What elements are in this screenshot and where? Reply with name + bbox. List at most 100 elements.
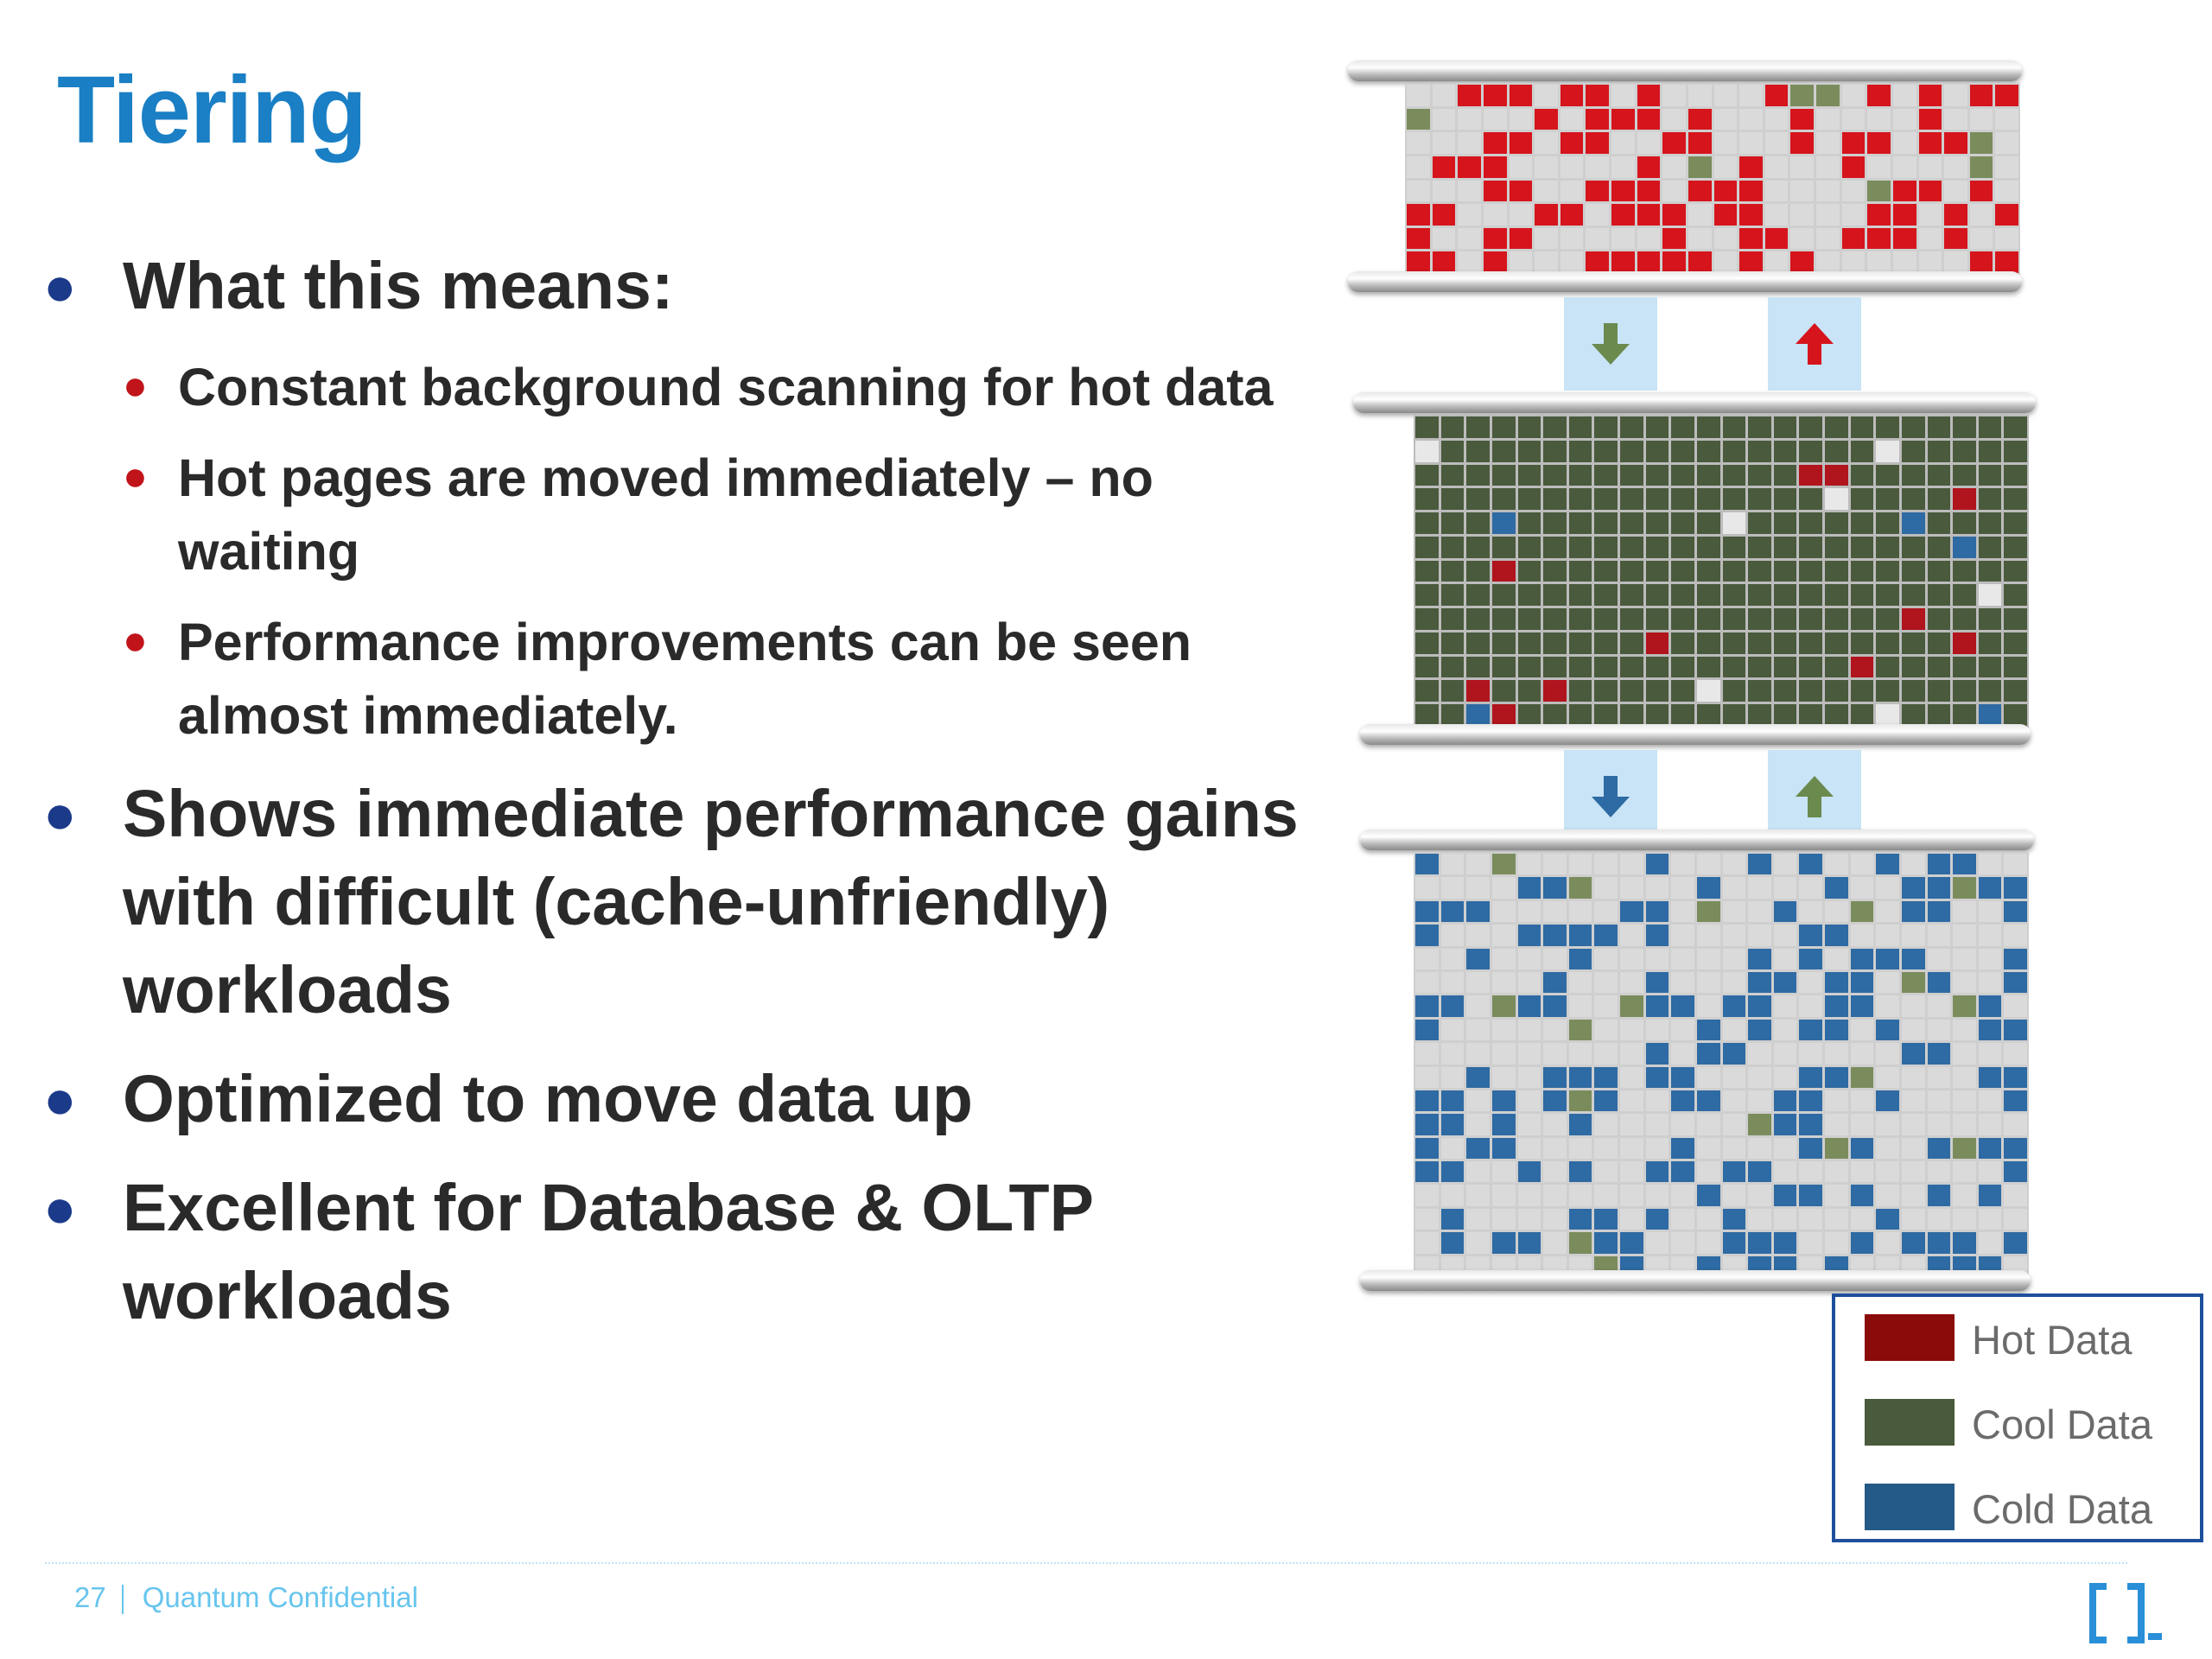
data-cell [1841,132,1866,154]
data-cell [1901,995,1925,1017]
data-cell [1543,608,1567,630]
data-cell [1517,1185,1541,1206]
data-cell [1876,1208,1899,1230]
data-cell [1978,416,2002,438]
data-cell [1944,156,1967,178]
data-cell [1739,180,1763,202]
data-cell [2004,656,2027,678]
data-cell [1645,440,1669,462]
data-cell [1748,1232,1771,1254]
data-cell [1969,132,1993,154]
data-cell [1722,680,1746,702]
data-cell [1483,251,1507,273]
data-cell [1773,1232,1797,1254]
data-cell [1466,656,1490,678]
data-cell [1850,1019,1874,1041]
data-cell [1586,108,1609,130]
data-cell [1440,1066,1465,1088]
data-cell [1458,108,1481,130]
data-cell [1850,948,1874,969]
data-cell [1850,1208,1874,1230]
data-cell [1876,584,1899,607]
data-cell [1876,900,1899,923]
data-cell [1440,656,1465,678]
page-number: 27 [74,1581,106,1613]
data-cell [1440,560,1465,582]
data-cell [1892,156,1916,178]
data-cell [1867,156,1891,178]
data-cell [1594,584,1618,607]
data-cell [1645,1043,1669,1065]
data-cell [1560,204,1584,226]
data-cell [1722,971,1746,994]
data-cell [1415,900,1439,923]
data-cell [1517,440,1541,462]
data-cell [1850,1185,1874,1206]
data-cell [1696,608,1720,630]
data-cell [1876,971,1899,994]
data-cell [1816,156,1840,178]
data-cell [1978,1137,2002,1160]
data-cell [1491,488,1516,511]
data-cell [1722,416,1746,438]
data-cell [1850,584,1874,607]
data-cell [1773,1208,1797,1230]
data-cell [1876,1114,1899,1135]
data-cell [2004,416,2027,438]
data-cell [1953,416,1976,438]
data-cell [1415,854,1439,875]
data-cell [1568,1232,1592,1254]
data-cell [2004,900,2027,923]
data-cell [1415,416,1439,438]
data-cell [1620,632,1643,654]
data-cell [1901,1137,1925,1160]
data-cell [1790,85,1814,106]
data-cell [1799,1137,1822,1160]
data-cell [1722,632,1746,654]
data-cell [1995,227,2018,250]
data-cell [1671,1137,1694,1160]
data-cell [1491,1114,1516,1135]
data-cell [1825,1114,1848,1135]
data-cell [1586,132,1609,154]
data-cell [1773,680,1797,702]
data-cell [1568,680,1592,702]
bullet-item: ●Optimized to move data up [35,1055,1331,1143]
data-cell [1825,584,1848,607]
data-cell [1892,85,1916,106]
data-cell [1876,536,1899,558]
data-cell [1901,1232,1925,1254]
data-cell [1568,632,1592,654]
data-cell [1927,608,1951,630]
data-cell [1543,1185,1567,1206]
data-cell [1671,900,1694,923]
data-cell [1594,440,1618,462]
data-cell [1876,1185,1899,1206]
data-cell [1415,948,1439,969]
data-cell [1671,925,1694,946]
data-cell [1543,512,1567,534]
data-cell [1440,1137,1465,1160]
data-cell [1944,204,1967,226]
data-cell [1415,584,1439,607]
data-cell [1645,900,1669,923]
arrow-down-icon [1592,776,1630,817]
data-cell [1440,488,1465,511]
data-cell [1739,132,1763,154]
bullet-dot-icon: ● [43,255,77,317]
data-cell [1748,1185,1771,1206]
data-cell [2004,948,2027,969]
data-cell [1841,204,1866,226]
data-cell [1594,560,1618,582]
data-cell [1535,227,1558,250]
data-cell [1491,680,1516,702]
data-cell [1773,632,1797,654]
data-cell [1620,1185,1643,1206]
data-cell [1799,560,1822,582]
data-cell [1491,440,1516,462]
data-cell [1969,156,1993,178]
data-cell [1440,704,1465,726]
data-cell [2004,1043,2027,1065]
data-cell [1671,1232,1694,1254]
data-cell [1978,995,2002,1017]
